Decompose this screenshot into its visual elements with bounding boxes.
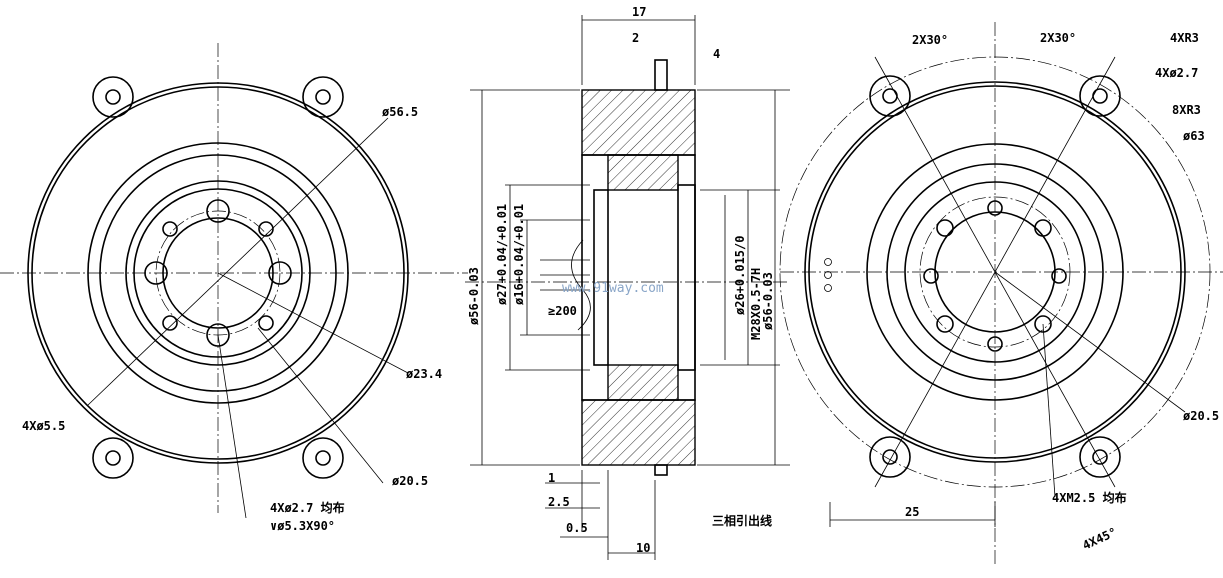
label-4x-d5-5: 4Xø5.5	[22, 419, 65, 433]
section-view	[465, 15, 790, 560]
watermark: www.91way.com	[562, 281, 664, 296]
dim-lead-length: ≥200	[548, 304, 577, 318]
dim-d26: ø26+0.015/0	[733, 236, 747, 315]
dim-angle-right: 2X30°	[1040, 31, 1076, 45]
label-d56-5: ø56.5	[382, 105, 418, 119]
dim-d56: ø56-0.03	[467, 267, 481, 325]
dim-25: 25	[905, 505, 919, 519]
label-4x-m2-5: 4XM2.5 均布	[1052, 490, 1127, 505]
label-d23-4: ø23.4	[406, 367, 442, 381]
label-4x-r3: 4XR3	[1170, 31, 1199, 45]
rear-view	[779, 22, 1223, 567]
dim-0-5: 0.5	[566, 521, 588, 535]
mounting-ears	[92, 76, 344, 479]
rear-labels: 2X30° 2X30° 4XR3 4Xø2.7 8XR3 ø63 ø20.5 4…	[905, 31, 1219, 553]
dim-d56b: ø56-0.03	[761, 272, 775, 330]
label-4x-d2-7: 4Xø2.7	[1155, 66, 1198, 80]
dim-1: 1	[548, 471, 555, 485]
label-8x-r3: 8XR3	[1172, 103, 1201, 117]
dim-4: 4	[713, 47, 720, 61]
label-d20-5: ø20.5	[392, 474, 428, 488]
dim-10: 10	[636, 541, 650, 555]
dim-thread: M28X0.5-7H	[749, 268, 763, 340]
label-countersink: ∨ø5.3X90°	[270, 519, 335, 533]
label-d20-5: ø20.5	[1183, 409, 1219, 423]
dim-4x45: 4X45°	[1080, 525, 1119, 553]
dim-angle-left: 2X30°	[912, 33, 948, 47]
front-view	[0, 43, 468, 519]
dim-17: 17	[632, 5, 646, 19]
bolt-holes	[144, 199, 292, 347]
dim-2-5: 2.5	[548, 495, 570, 509]
dim-d27: ø27+0.04/+0.01	[495, 204, 509, 305]
label-three-phase-leads: 三相引出线	[712, 513, 772, 528]
section-labels: 17 2 4 ø56-0.03 ø27+0.04/+0.01 ø16+0.04/…	[467, 5, 775, 555]
label-d63: ø63	[1183, 129, 1205, 143]
dim-d16: ø16+0.04/+0.01	[512, 204, 526, 305]
label-4x-d2-7: 4Xø2.7 均布	[270, 500, 345, 515]
dim-2: 2	[632, 31, 639, 45]
